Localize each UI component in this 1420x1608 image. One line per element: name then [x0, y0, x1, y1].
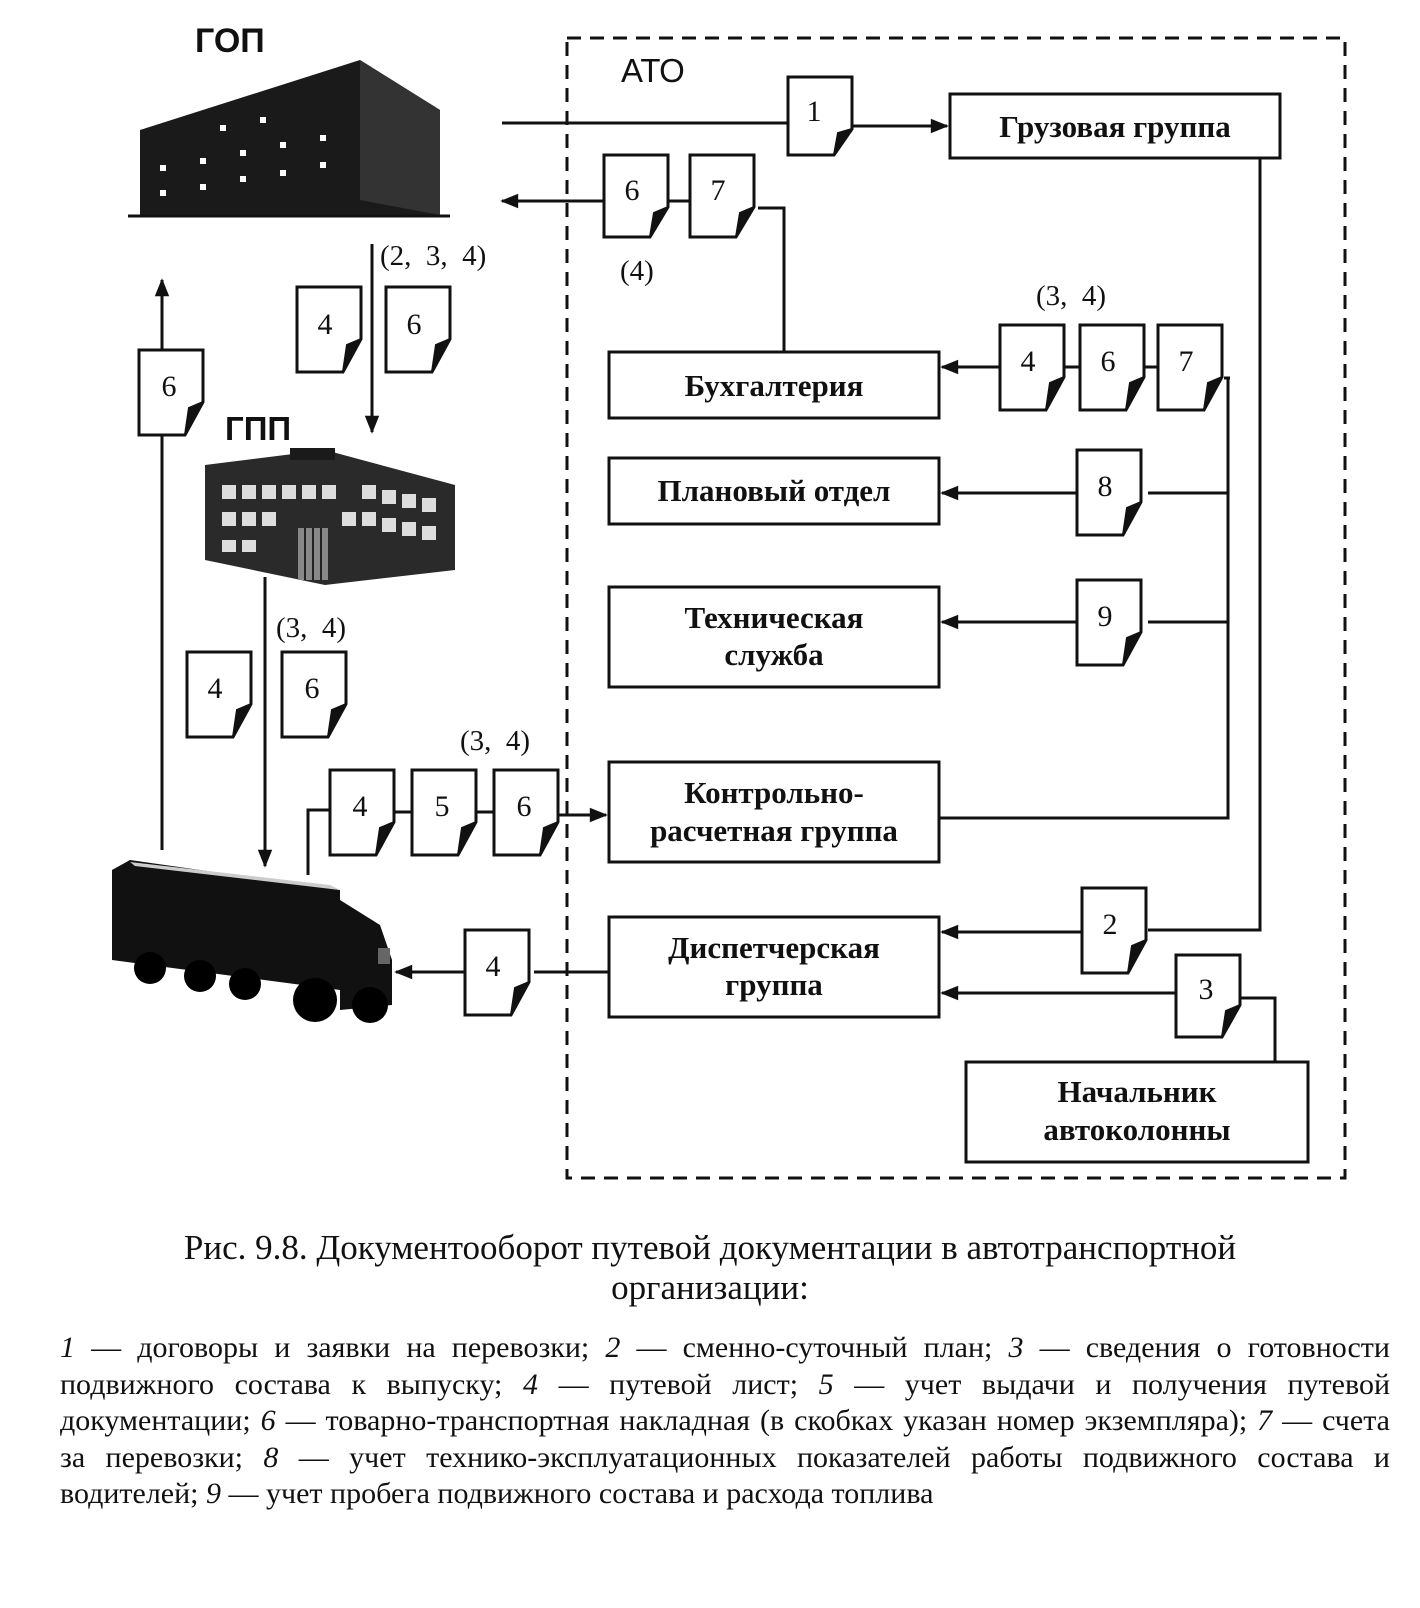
cargo-group-box: [948, 92, 1282, 160]
ato-label: АТО: [621, 52, 685, 89]
dispatch-group-label-2: группа: [725, 967, 823, 1002]
legend-item-number: 5: [818, 1367, 834, 1401]
ato-boundary: [565, 36, 1347, 1180]
copies-note-gop-gpp: (2, 3, 4): [380, 240, 486, 272]
svg-text:7: 7: [711, 174, 726, 207]
planning-box: [607, 456, 941, 526]
legend-item-text: — товарно-транспортная накладная (в скоб…: [275, 1404, 1258, 1437]
copies-note-to-gop: (4): [620, 255, 654, 287]
column-chief-label-2: автоколонны: [1043, 1112, 1230, 1147]
legend-item-text: — учет пробега подвижного состава и расх…: [221, 1477, 934, 1510]
doc-4-accounting-icon: 4: [998, 323, 1066, 412]
column-chief-label-1: Начальник: [1058, 1074, 1217, 1109]
legend-item-number: 3: [1008, 1331, 1024, 1364]
doc-4-control-icon: 4: [328, 768, 396, 857]
planning-label: Плановый отдел: [658, 473, 891, 508]
cargo-group-label: Грузовая группа: [999, 109, 1231, 144]
caption-line-2: организации:: [611, 1268, 809, 1307]
doc-2-icon: 2: [1080, 886, 1148, 975]
svg-text:4: 4: [486, 950, 501, 983]
svg-text:4: 4: [1021, 345, 1036, 378]
column-chief-box: [964, 1060, 1310, 1164]
doc-6-gop-gpp-icon: 6: [384, 285, 452, 374]
svg-text:4: 4: [208, 672, 223, 705]
doc-8-icon: 8: [1075, 448, 1143, 537]
technical-service-label-1: Техническая: [685, 600, 864, 635]
legend-item-number: 4: [522, 1367, 538, 1401]
copies-note-accounting: (3, 4): [1036, 280, 1106, 312]
legend-item-text: — договоры и заявки на перевозки;: [75, 1331, 606, 1364]
control-settlement-label-2: расчетная группа: [650, 813, 898, 848]
truck-icon: [112, 860, 392, 1023]
svg-text:5: 5: [435, 790, 450, 823]
document-flow-diagram: АТО ГОП: [112, 22, 1347, 1180]
doc-6-to-gop-icon: 6: [602, 153, 670, 239]
svg-text:6: 6: [305, 672, 320, 705]
doc-5-control-icon: 5: [410, 768, 478, 857]
svg-text:3: 3: [1199, 973, 1214, 1006]
doc-6-accounting-icon: 6: [1078, 323, 1146, 412]
gop-building-icon: [128, 60, 450, 218]
doc-9-icon: 9: [1075, 578, 1143, 667]
legend-item-number: 6: [260, 1404, 276, 1437]
doc-7-to-gop-icon: 7: [688, 153, 756, 239]
figure-caption: Рис. 9.8. Документооборот путевой докуме…: [60, 1228, 1360, 1308]
caption-line-1: Рис. 9.8. Документооборот путевой докуме…: [183, 1228, 1237, 1267]
svg-text:9: 9: [1098, 600, 1113, 633]
gpp-label: ГПП: [225, 410, 291, 447]
doc-7-accounting-icon: 7: [1156, 323, 1224, 412]
dispatch-group-label-1: Диспетчерская: [668, 930, 880, 965]
copies-note-gpp-truck: (3, 4): [276, 612, 346, 644]
svg-text:6: 6: [407, 308, 422, 341]
legend-item-text: — сведения о готовности подвижного соста…: [60, 1331, 1390, 1401]
technical-service-box: [607, 585, 941, 689]
doc-6-control-icon: 6: [492, 768, 560, 857]
accounting-box: [607, 350, 941, 420]
legend-item-number: 8: [263, 1440, 279, 1474]
doc-3-icon: 3: [1174, 953, 1242, 1039]
svg-text:6: 6: [162, 370, 177, 403]
figure-legend: 1 — договоры и заявки на перевозки; 2 — …: [60, 1330, 1390, 1513]
copies-note-control: (3, 4): [460, 725, 530, 757]
svg-text:4: 4: [318, 308, 333, 341]
legend-item-number: 7: [1257, 1404, 1273, 1437]
svg-text:7: 7: [1179, 345, 1194, 378]
legend-item-text: — учет выдачи и получения путевой докуме…: [60, 1367, 1391, 1438]
gop-label: ГОП: [195, 22, 265, 60]
svg-text:6: 6: [517, 790, 532, 823]
legend-item-number: 2: [605, 1331, 621, 1364]
control-settlement-box: [607, 760, 941, 864]
technical-service-label-2: служба: [724, 637, 824, 672]
legend-item-text: — счета за перевозки;: [60, 1404, 1390, 1474]
doc-4-gpp-truck-icon: 4: [185, 650, 253, 739]
dispatch-group-box: [607, 915, 941, 1019]
svg-text:2: 2: [1103, 908, 1118, 941]
svg-text:8: 8: [1098, 470, 1113, 503]
legend-item-number: 9: [206, 1477, 222, 1510]
accounting-label: Бухгалтерия: [685, 368, 864, 403]
gpp-building-icon: [205, 448, 455, 585]
doc-1-icon: 1: [786, 75, 854, 157]
svg-text:4: 4: [353, 790, 368, 823]
legend-item-number: 1: [60, 1331, 75, 1364]
doc-4-gop-gpp-icon: 4: [295, 285, 363, 374]
svg-text:6: 6: [1101, 345, 1116, 378]
legend-item-text: — сменно-суточный план;: [620, 1331, 1009, 1364]
connector-lines: [154, 118, 1277, 1062]
doc-6-gpp-truck-icon: 6: [280, 650, 348, 739]
legend-item-text: — учет технико-эксплуатационных показате…: [60, 1440, 1390, 1511]
legend-item-text: — путевой лист;: [537, 1367, 819, 1401]
svg-text:6: 6: [625, 174, 640, 207]
svg-text:1: 1: [807, 95, 822, 128]
doc-4-to-truck-icon: 4: [463, 928, 531, 1017]
control-settlement-label-1: Контрольно-: [684, 775, 864, 810]
doc-6-truck-gop-icon: 6: [137, 348, 205, 437]
